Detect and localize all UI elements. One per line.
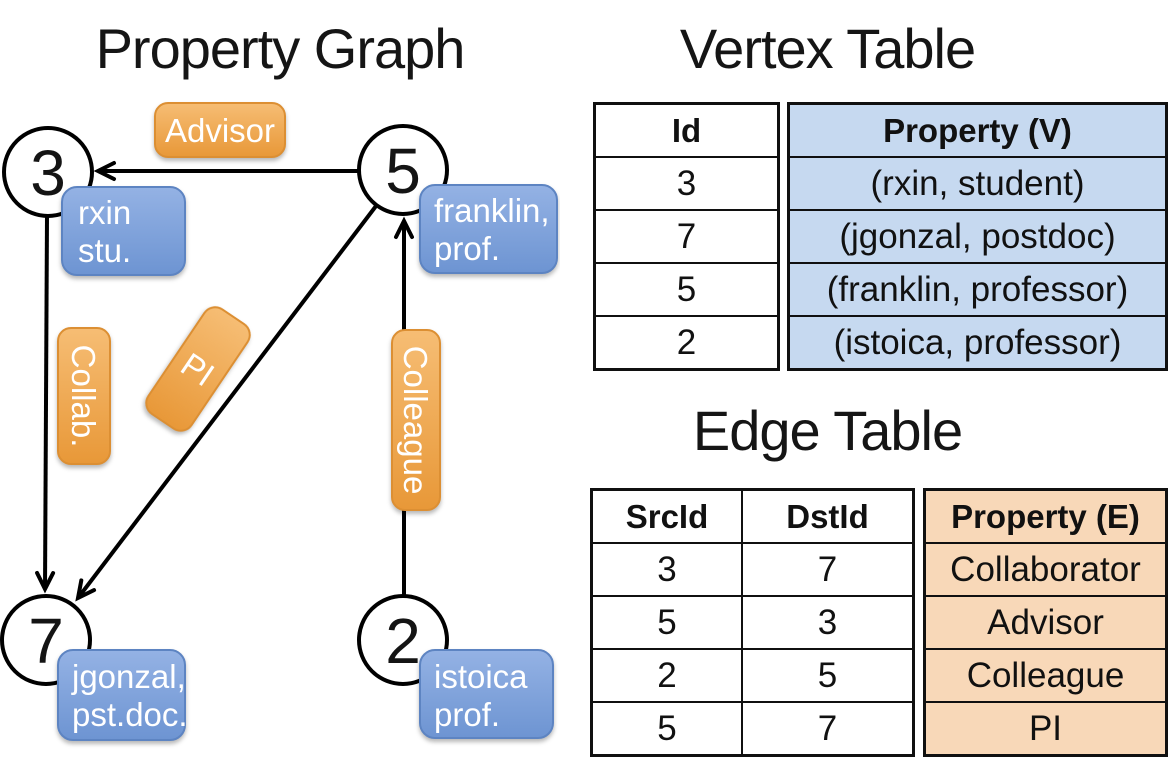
table-row: 3 <box>596 156 777 209</box>
edge-label-advisor: Advisor <box>154 102 286 158</box>
vertex-id-cell: 5 <box>676 269 697 309</box>
edge-property-cell: Colleague <box>926 650 1165 701</box>
vertex-property-header: Property (V) <box>790 105 1165 156</box>
jgonzal-line2: pst.doc. <box>72 696 188 733</box>
vertex-property-box-2: istoica prof. <box>419 649 554 739</box>
vertex-property-cell: (rxin, student) <box>790 158 1165 209</box>
table-row: 5 <box>596 262 777 315</box>
table-row: Colleague <box>926 648 1165 701</box>
edge-3-to-7-collaborator <box>35 215 56 594</box>
istoica-line1: istoica <box>434 658 528 695</box>
vertex-property-cell: (franklin, professor) <box>790 264 1165 315</box>
edge-property-cell: Collaborator <box>926 544 1165 595</box>
vertex-id-cell: 3 <box>676 163 697 203</box>
jgonzal-line1: jgonzal, <box>71 658 186 695</box>
node-id-3: 3 <box>30 137 66 209</box>
rxin-line2: stu. <box>78 232 131 269</box>
franklin-box <box>419 184 558 274</box>
edge-label-pi: PI <box>145 306 251 432</box>
edge-dst-cell: 3 <box>741 597 912 648</box>
advisor-label: Advisor <box>165 112 275 149</box>
franklin-line1: franklin, <box>434 192 550 229</box>
node-id-2: 2 <box>385 605 421 677</box>
property-graph-title: Property Graph <box>95 17 466 80</box>
istoica-box <box>419 649 554 739</box>
vertex-property-cell: (jgonzal, postdoc) <box>790 211 1165 262</box>
vertex-property-box-3: rxin stu. <box>61 186 186 276</box>
vertex-table-property-column: Property (V) (rxin, student) (jgonzal, p… <box>787 102 1168 371</box>
edge-src-cell: 2 <box>657 655 677 695</box>
vertex-id-header: Id <box>671 111 702 149</box>
vertex-property-cell: (istoica, professor) <box>790 317 1165 368</box>
rxin-line1: rxin <box>78 194 131 231</box>
node-id-5: 5 <box>385 135 421 207</box>
table-row: (istoica, professor) <box>790 315 1165 368</box>
edge-src-cell: 5 <box>657 602 677 642</box>
vertex-id-cell: 2 <box>676 322 697 362</box>
table-row: 5 3 <box>593 595 912 648</box>
table-row: (rxin, student) <box>790 156 1165 209</box>
collab-box <box>57 327 111 465</box>
edge-property-header: Property (E) <box>926 491 1165 542</box>
table-row: 3 7 <box>593 542 912 595</box>
table-row: (jgonzal, postdoc) <box>790 209 1165 262</box>
table-row: PI <box>926 701 1165 754</box>
advisor-box <box>154 102 286 158</box>
edge-table-id-columns: SrcId DstId 3 7 5 3 2 5 5 7 <box>590 488 915 757</box>
edge-dst-cell: 7 <box>741 703 912 754</box>
jgonzal-box <box>57 649 186 741</box>
edge-label-colleague: Colleague <box>391 329 441 511</box>
colleague-label: Colleague <box>397 346 434 495</box>
edge-dst-cell: 7 <box>741 544 912 595</box>
edge-dstid-header: DstId <box>741 491 912 542</box>
pi-box <box>145 306 251 432</box>
rxin-box <box>61 186 186 276</box>
vertex-property-box-7: jgonzal, pst.doc. <box>57 649 188 741</box>
edge-property-cell: Advisor <box>926 597 1165 648</box>
vertex-property-box-5: franklin, prof. <box>419 184 558 274</box>
table-row: 7 <box>596 209 777 262</box>
franklin-line2: prof. <box>434 230 500 267</box>
edge-5-to-7-pi <box>75 204 378 602</box>
table-row: Collaborator <box>926 542 1165 595</box>
table-row: 2 <box>596 315 777 368</box>
edge-src-cell: 3 <box>657 549 677 589</box>
edge-src-cell: 5 <box>657 708 677 748</box>
edge-dst-cell: 5 <box>741 650 912 701</box>
property-graph-diagram: 3 5 7 2 Advisor Collab. PI Colleague rxi… <box>0 102 558 741</box>
istoica-line2: prof. <box>434 696 500 733</box>
vertex-id-cell: 7 <box>676 216 697 256</box>
colleague-box <box>391 329 441 511</box>
edge-srcid-header: SrcId <box>625 497 709 535</box>
edge-property-cell: PI <box>926 703 1165 754</box>
table-row: (franklin, professor) <box>790 262 1165 315</box>
edge-table-property-column: Property (E) Collaborator Advisor Collea… <box>923 488 1168 757</box>
edge-table-title: Edge Table <box>692 399 963 462</box>
collab-label: Collab. <box>65 345 102 448</box>
vertex-table-title: Vertex Table <box>679 17 976 80</box>
vertex-table-id-column: Id 3 7 5 2 <box>593 102 780 371</box>
table-row: 2 5 <box>593 648 912 701</box>
table-row: 5 7 <box>593 701 912 754</box>
table-row: Advisor <box>926 595 1165 648</box>
edge-label-collab: Collab. <box>57 327 111 465</box>
